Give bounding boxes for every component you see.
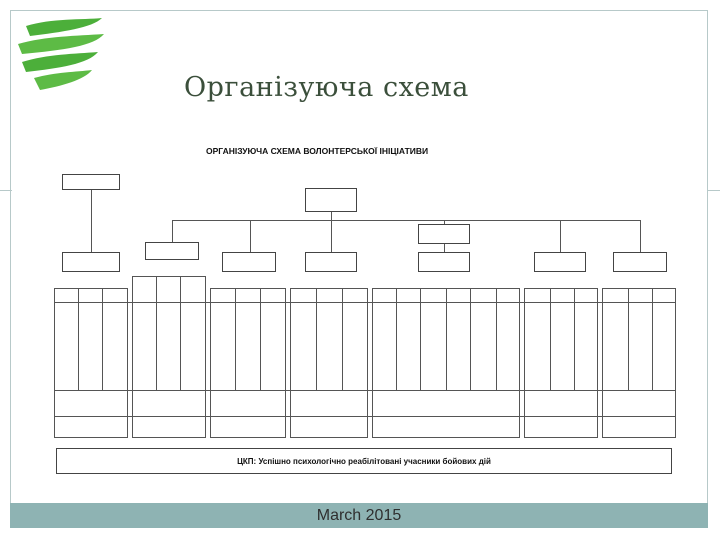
side-rule-right bbox=[708, 190, 720, 191]
org-scheme: ОРГАНІЗУЮЧА СХЕМА ВОЛОНТЕРСЬКОЇ ІНІЦІАТИ… bbox=[50, 140, 680, 480]
connector bbox=[444, 244, 445, 252]
connector bbox=[560, 220, 561, 252]
divider bbox=[550, 288, 551, 390]
scheme-box-dept-6 bbox=[534, 252, 586, 272]
scheme-column-1 bbox=[54, 288, 128, 438]
scheme-box-top-left bbox=[62, 174, 120, 190]
scheme-box-coordinator bbox=[305, 188, 357, 212]
divider bbox=[470, 288, 471, 390]
logo-icon bbox=[18, 18, 104, 90]
divider bbox=[316, 288, 317, 390]
divider bbox=[78, 288, 79, 390]
scheme-box-dept-5a bbox=[418, 224, 470, 244]
connector bbox=[250, 220, 251, 252]
connector bbox=[444, 220, 445, 224]
scheme-box-dept-7 bbox=[613, 252, 667, 272]
divider bbox=[446, 288, 447, 390]
connector bbox=[172, 220, 173, 242]
scheme-box-dept-1 bbox=[62, 252, 120, 272]
scheme-box-dept-4 bbox=[305, 252, 357, 272]
scheme-box-dept-5 bbox=[418, 252, 470, 272]
scheme-column-4 bbox=[290, 288, 368, 438]
scheme-box-dept-3 bbox=[222, 252, 276, 272]
divider bbox=[420, 288, 421, 390]
divider bbox=[342, 288, 343, 390]
divider bbox=[396, 288, 397, 390]
scheme-column-3 bbox=[210, 288, 286, 438]
scheme-title: ОРГАНІЗУЮЧА СХЕМА ВОЛОНТЕРСЬКОЇ ІНІЦІАТИ… bbox=[206, 146, 429, 156]
divider bbox=[496, 288, 497, 390]
divider bbox=[235, 288, 236, 390]
slide-title: Організуюча схема bbox=[184, 72, 469, 103]
connector bbox=[331, 220, 332, 252]
divider bbox=[574, 288, 575, 390]
footer-bar: March 2015 bbox=[10, 503, 708, 528]
divider bbox=[652, 288, 653, 390]
connector bbox=[91, 190, 92, 256]
divider bbox=[156, 276, 157, 390]
scheme-column-7 bbox=[602, 288, 676, 438]
side-rule-left bbox=[0, 190, 12, 191]
row-rule bbox=[54, 416, 676, 417]
scheme-column-2 bbox=[132, 276, 206, 438]
connector bbox=[331, 212, 332, 220]
row-rule bbox=[54, 302, 676, 303]
scheme-column-6 bbox=[524, 288, 598, 438]
divider bbox=[102, 288, 103, 390]
footer-date: March 2015 bbox=[316, 507, 402, 524]
row-rule bbox=[54, 390, 676, 391]
goal-text: ЦКП: Успішно психологічно реабілітовані … bbox=[237, 457, 491, 466]
divider bbox=[260, 288, 261, 390]
connector bbox=[172, 220, 640, 221]
divider bbox=[180, 276, 181, 390]
connector bbox=[640, 220, 641, 252]
goal-box: ЦКП: Успішно психологічно реабілітовані … bbox=[56, 448, 672, 474]
divider bbox=[628, 288, 629, 390]
scheme-box-dept-2 bbox=[145, 242, 199, 260]
